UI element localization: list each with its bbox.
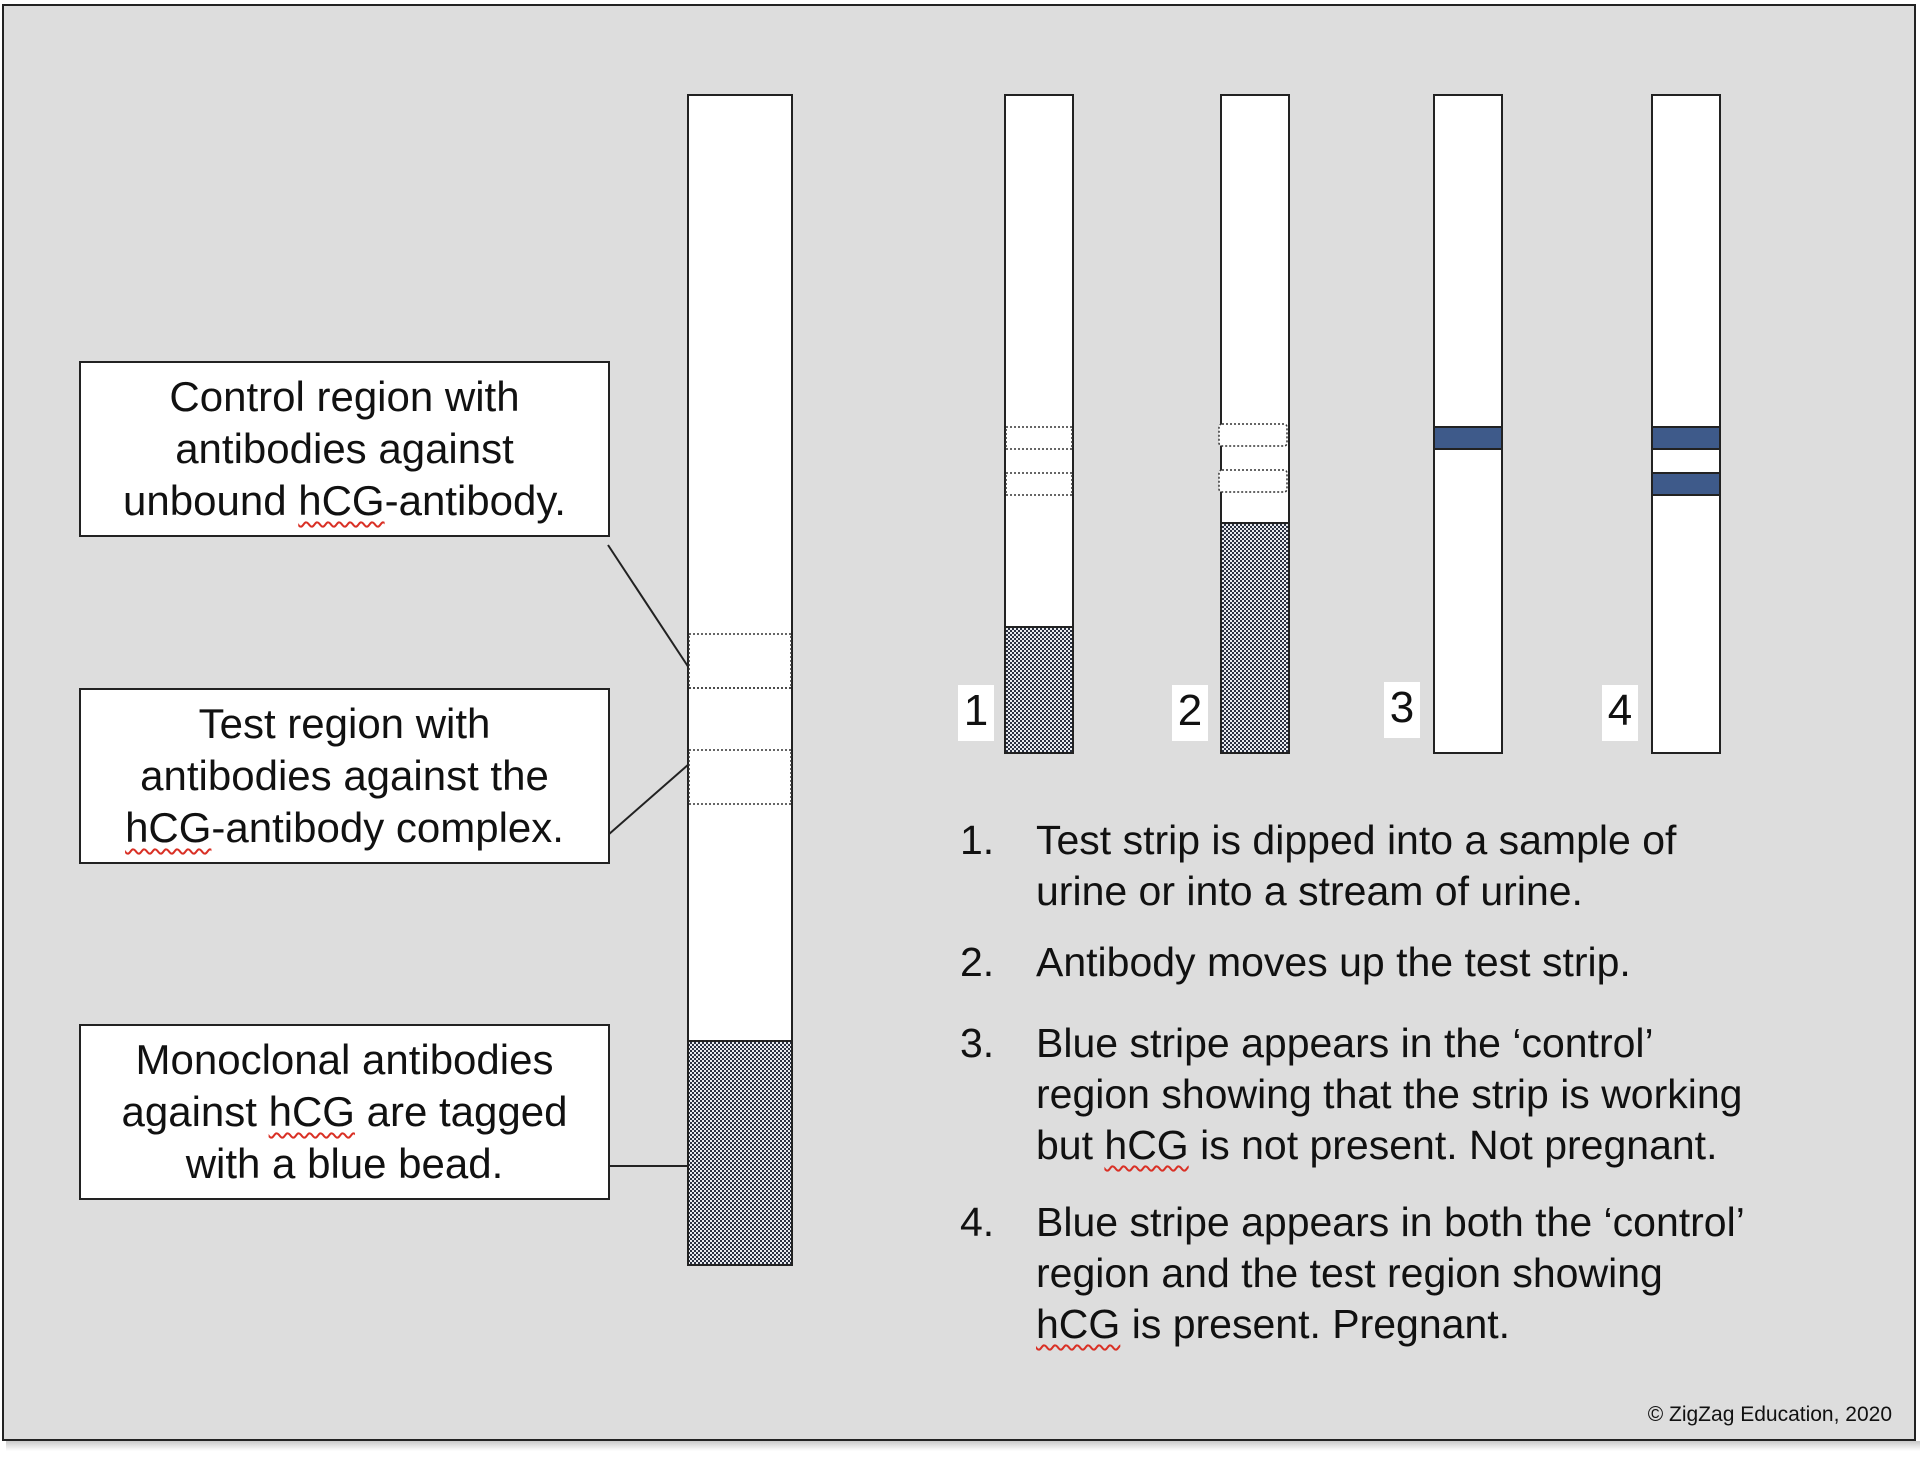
step-3-line-3: but hCG is not present. Not pregnant. [1036,1122,1718,1168]
strip-3-control-stripe [1433,426,1503,450]
step-1: 1. Test strip is dipped into a sample of… [960,815,1860,917]
hcg-spellcheck-word: hCG [1036,1301,1121,1347]
step-4-line-2: region and the test region showing [1036,1250,1663,1296]
step-3-line-1: Blue stripe appears in the ‘control’ [1036,1020,1654,1066]
strip-number-3: 3 [1384,682,1420,738]
test-region-label: Test region with antibodies against the … [79,688,610,864]
step-4-line-1: Blue stripe appears in both the ‘control… [1036,1199,1745,1245]
hcg-spellcheck-word: hCG [268,1088,355,1135]
slide-shadow [6,1441,1920,1451]
step-1-line-2: urine or into a stream of urine. [1036,868,1583,914]
test-callout-line [607,763,690,836]
strip-1-antibody-region [1004,626,1074,754]
step-2-number: 2. [960,939,995,985]
control-label-line-3: unbound hCG-antibody. [123,477,566,524]
step-3-line-2: region showing that the strip is working [1036,1071,1743,1117]
main-test-strip [687,94,793,1266]
monoclonal-antibody-label: Monoclonal antibodies against hCG are ta… [79,1024,610,1200]
strip-3 [1433,94,1503,754]
strip-2-antibody-region [1220,522,1290,754]
strip-number-4: 4 [1602,685,1638,741]
test-label-line-1: Test region with [198,700,491,747]
strip-2-control-region [1218,423,1288,447]
step-3-number: 3. [960,1020,995,1066]
step-2-text: Antibody moves up the test strip. [1036,937,1631,988]
strip-4-test-stripe [1651,472,1721,496]
copyright-notice: © ZigZag Education, 2020 [1647,1403,1892,1426]
monoclonal-label-line-1: Monoclonal antibodies [135,1036,554,1083]
test-label-line-3: hCG-antibody complex. [125,804,564,851]
strip-4-body [1651,94,1721,754]
step-4: 4. Blue stripe appears in both the ‘cont… [960,1197,1860,1350]
step-4-line-3: hCG is present. Pregnant. [1036,1301,1511,1347]
main-strip-antibody-region [687,1040,793,1266]
strip-4 [1651,94,1721,754]
step-2: 2. Antibody moves up the test strip. [960,937,1860,988]
strip-4-control-stripe [1651,426,1721,450]
hcg-spellcheck-word: hCG [1104,1122,1189,1168]
monoclonal-label-line-2: against hCG are tagged [121,1088,568,1135]
test-label-line-2: antibodies against the [140,752,549,799]
control-label-line-2: antibodies against [175,425,514,472]
control-label-line-1: Control region with [169,373,520,420]
step-1-text: Test strip is dipped into a sample of ur… [1036,815,1676,917]
control-region-label: Control region with antibodies against u… [79,361,610,537]
strip-1 [1004,94,1074,754]
hcg-spellcheck-word: hCG [298,477,385,524]
hcg-spellcheck-word: hCG [125,804,212,851]
control-callout-line [607,544,690,669]
main-strip-test-region [688,749,792,805]
strip-number-1: 1 [958,685,994,741]
main-strip-control-region [688,633,792,689]
step-4-number: 4. [960,1199,995,1245]
strip-2-test-region [1218,469,1288,493]
step-1-line-1: Test strip is dipped into a sample of [1036,817,1677,863]
strip-number-2: 2 [1172,685,1208,741]
monoclonal-label-line-3: with a blue bead. [185,1140,504,1187]
strip-1-control-region [1005,426,1073,450]
step-1-number: 1. [960,817,995,863]
strip-3-body [1433,94,1503,754]
strip-2 [1218,94,1290,754]
strip-1-test-region [1005,472,1073,496]
step-3: 3. Blue stripe appears in the ‘control’ … [960,1018,1860,1171]
step-2-line-1: Antibody moves up the test strip. [1036,939,1631,985]
step-3-text: Blue stripe appears in the ‘control’ reg… [1036,1018,1742,1171]
step-4-text: Blue stripe appears in both the ‘control… [1036,1197,1745,1350]
steps-list: 1. Test strip is dipped into a sample of… [960,815,1860,1370]
